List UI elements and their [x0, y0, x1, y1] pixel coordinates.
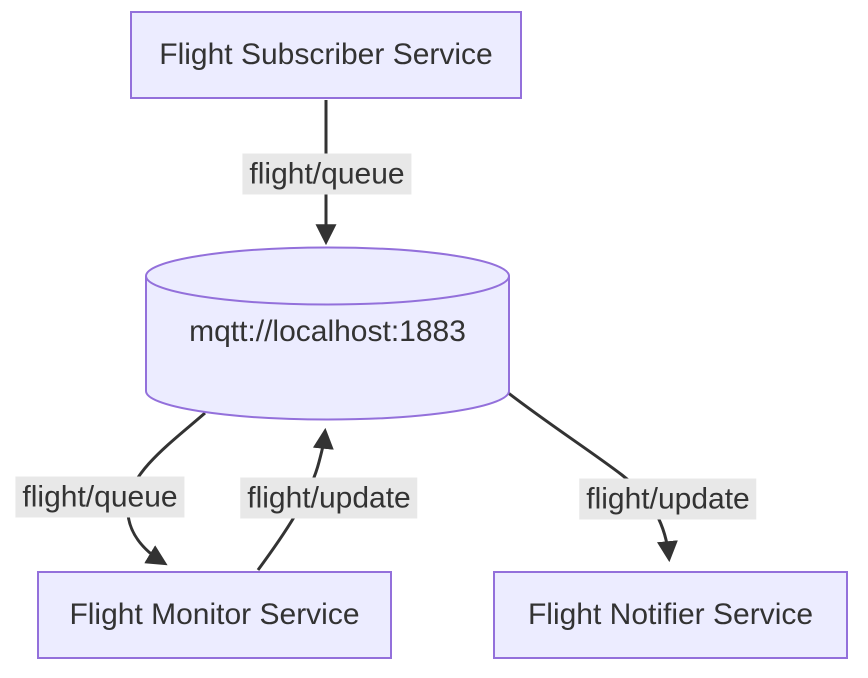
- edge-monitor-to-broker: [256, 427, 334, 571]
- node-flight-monitor-service: Flight Monitor Service: [37, 571, 392, 659]
- edge-broker-to-notifier: [506, 390, 678, 563]
- edge-label-flight-queue-top: flight/queue: [242, 153, 412, 195]
- edge-label-flight-update-right: flight/update: [579, 478, 757, 520]
- node-label: Flight Subscriber Service: [159, 38, 493, 71]
- broker-cylinder-body: [145, 276, 510, 421]
- node-label: Flight Notifier Service: [527, 598, 814, 631]
- broker-cylinder-top: [145, 246, 510, 306]
- edge-label-flight-queue-left: flight/queue: [15, 476, 185, 518]
- node-flight-subscriber-service: Flight Subscriber Service: [130, 11, 522, 99]
- edge-label-flight-update-middle: flight/update: [240, 477, 418, 519]
- node-flight-notifier-service: Flight Notifier Service: [493, 571, 848, 659]
- node-mqtt-broker: mqtt://localhost:1883: [147, 304, 508, 360]
- node-label: mqtt://localhost:1883: [189, 315, 466, 348]
- node-label: Flight Monitor Service: [69, 598, 360, 631]
